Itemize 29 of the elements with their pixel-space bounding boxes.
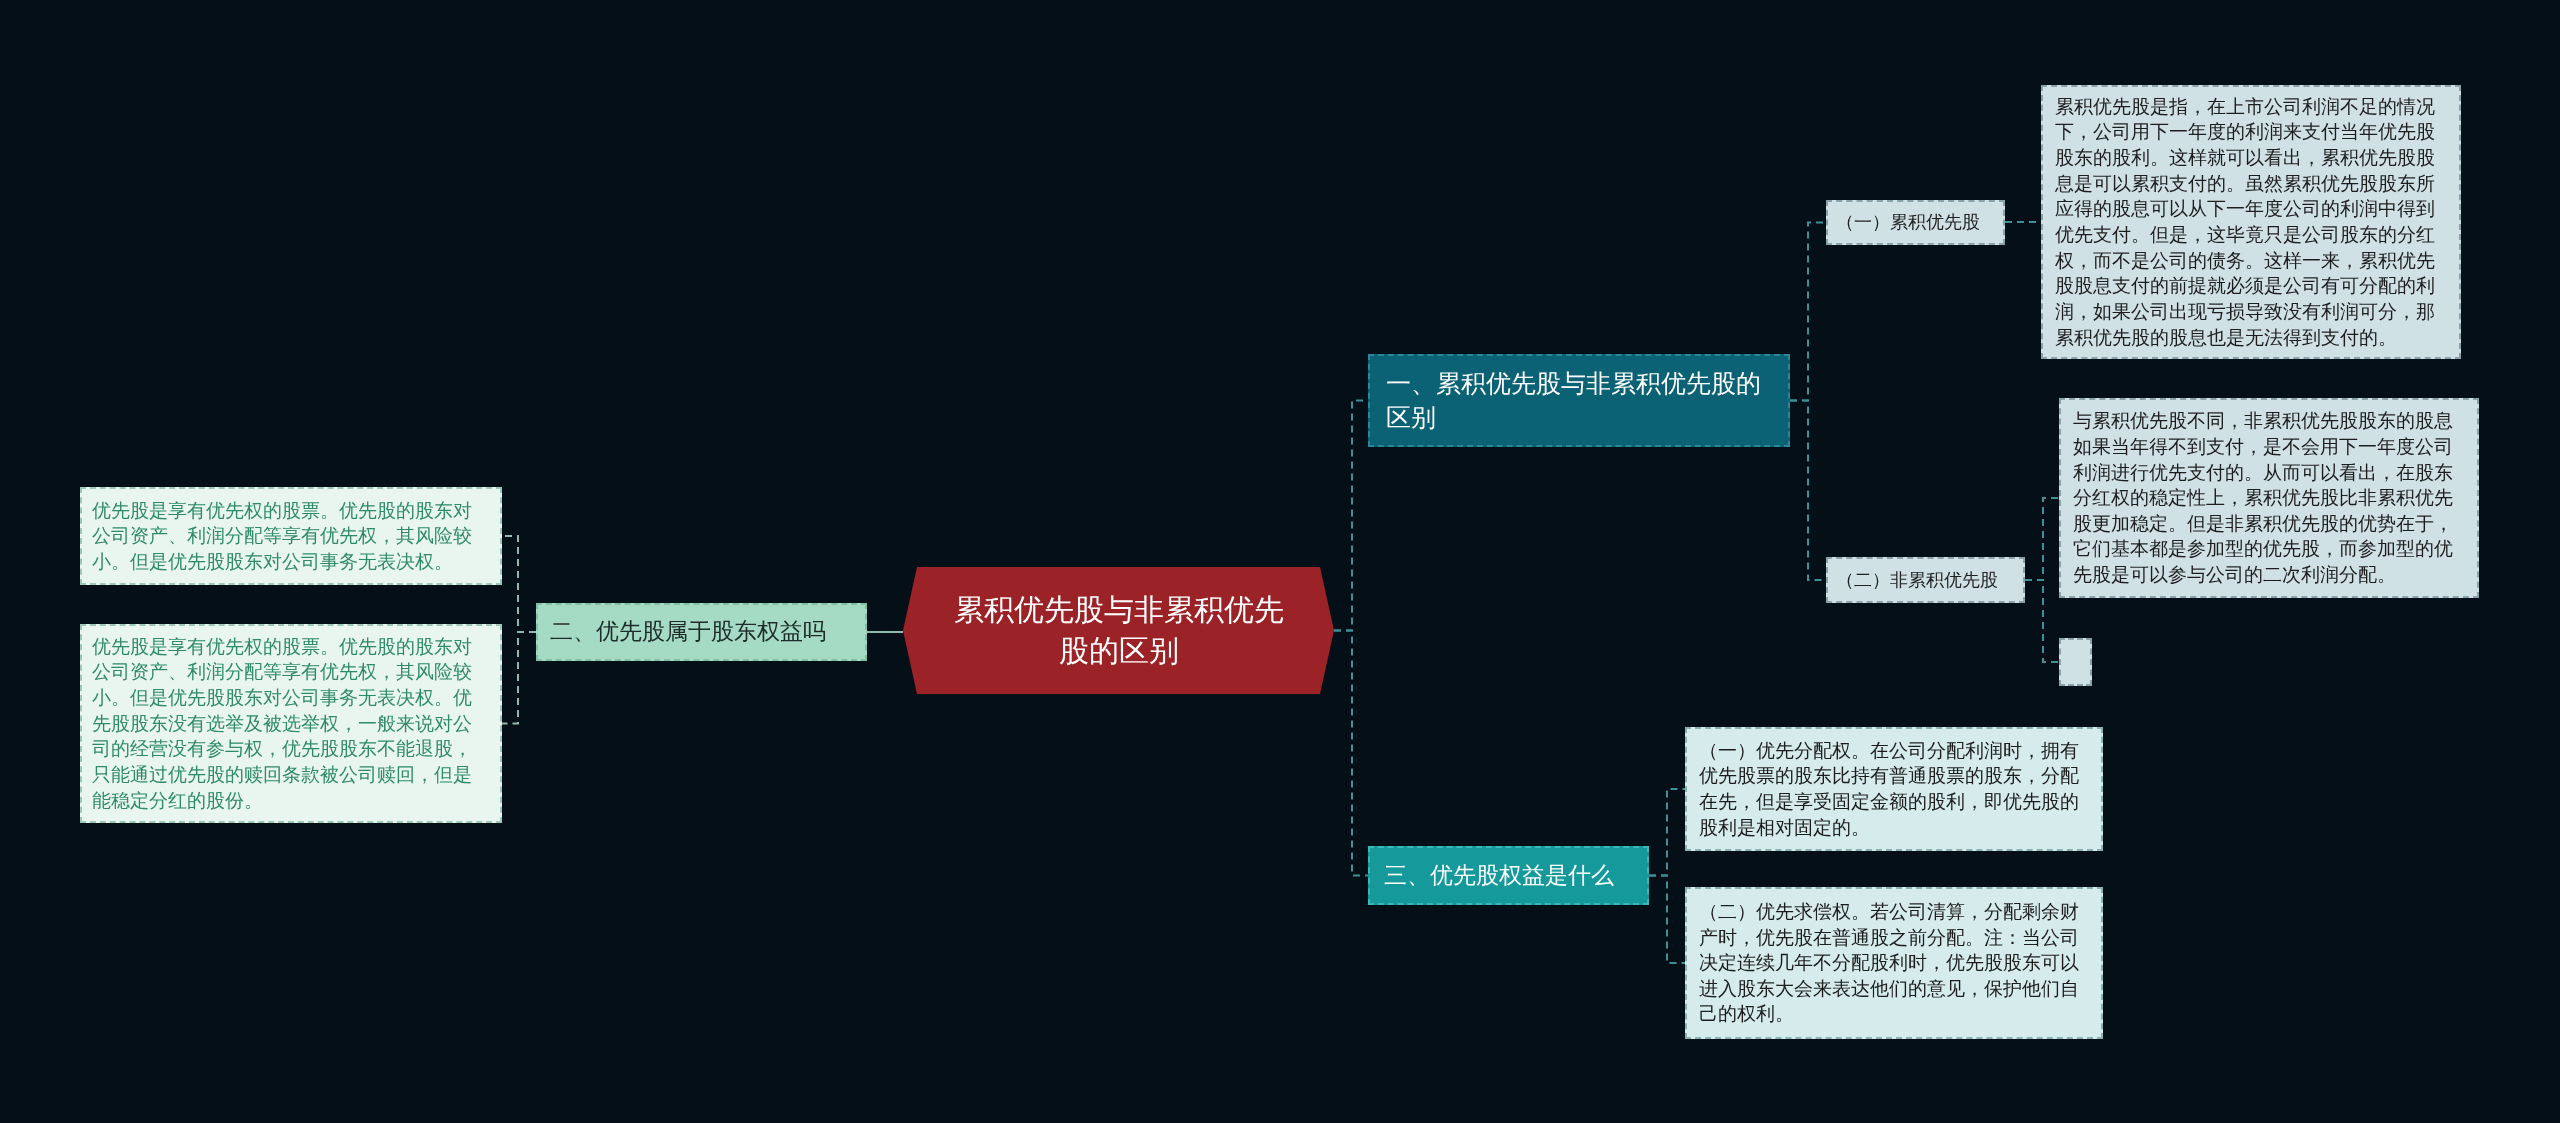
note-card bbox=[1685, 727, 2103, 851]
note-card bbox=[2059, 398, 2479, 598]
topic-text: 累积优先股与非累积优先股的区别 bbox=[953, 591, 1284, 670]
connector-line bbox=[2024, 579, 2060, 663]
note-text: 优先股是享有优先权的股票。优先股的股东对公司资产、利润分配等享有优先权，其风险较小。但是优先股股东对公司事务无表决权。优先股股东没有选举及被选举权，一般来说对公司的经营没有参与权，优先股股东不能退股，只能通过优先股的赎回条款被公司赎回，但是能稳定分红的股份。 bbox=[92, 633, 473, 813]
connector-line bbox=[501, 631, 537, 725]
topic-text: 二、优先股属于股东权益吗 bbox=[550, 617, 826, 647]
subtopic-text: （一）累积优先股 bbox=[1836, 210, 1980, 235]
subtopic-box bbox=[1826, 557, 2025, 603]
note-card bbox=[1685, 887, 2103, 1039]
topic-box bbox=[1368, 846, 1649, 905]
note-text: （一）优先分配权。在公司分配利润时，拥有优先股票的股东比持有普通股票的股东，分配在先，但是享受固定金额的股利，即优先股的股利是相对固定的。 bbox=[1699, 737, 2080, 840]
connector-line bbox=[1648, 874, 1686, 964]
note-text: 优先股是享有优先权的股票。优先股的股东对公司资产、利润分配等享有优先权，其风险较小。但是优先股股东对公司事务无表决权。 bbox=[92, 497, 473, 574]
topic-box bbox=[1368, 354, 1790, 447]
connector-line bbox=[1333, 629, 1369, 877]
note-text: 与累积优先股不同，非累积优先股股东的股息如果当年得不到支付，是不会用下一年度公司利润进行优先支付的。从而可以看出，在股东分红权的稳定性上，累积优先股比非累积优先股更加稳定。但是非累积优先股的优势在于，它们基本都是参加型的优先股，而参加型的优先股是可以参与公司的二次利润分配。 bbox=[2073, 408, 2454, 588]
subtopic-box bbox=[1826, 200, 2005, 245]
topic-text: 三、优先股权益是什么 bbox=[1384, 860, 1614, 890]
note-card bbox=[80, 487, 502, 585]
note-text: （二）优先求偿权。若公司清算，分配剩余财产时，优先股在普通股之前分配。注：当公司决定连续几年不分配股利时，优先股股东可以进入股东大会来表达他们的意见，保护他们自己的权利。 bbox=[1699, 898, 2080, 1027]
note-text: 累积优先股是指，在上市公司利润不足的情况下，公司用下一年度的利润来支付当年优先股股东的股利。这样就可以看出，累积优先股股息是可以累积支付的。虽然累积优先股股东所应得的股息可以从下一年度公司的利润中得到优先支付。但是，这毕竟只是公司股东的分红权，而不是公司的债务。这样一来，累积优先股股息支付的前提就必须是公司有可分配的利润，如果公司出现亏损导致没有利润可分，那累积优先股的股息也是无法得到支付的。 bbox=[2055, 93, 2436, 350]
empty-box bbox=[2059, 638, 2092, 686]
hexagon-topic bbox=[903, 567, 1334, 694]
topic-box bbox=[536, 603, 867, 661]
subtopic-text: （二）非累积优先股 bbox=[1836, 567, 1998, 592]
note-card bbox=[80, 624, 502, 823]
topic-text: 一、累积优先股与非累积优先股的区别 bbox=[1386, 367, 1762, 434]
connector-line bbox=[866, 631, 904, 633]
